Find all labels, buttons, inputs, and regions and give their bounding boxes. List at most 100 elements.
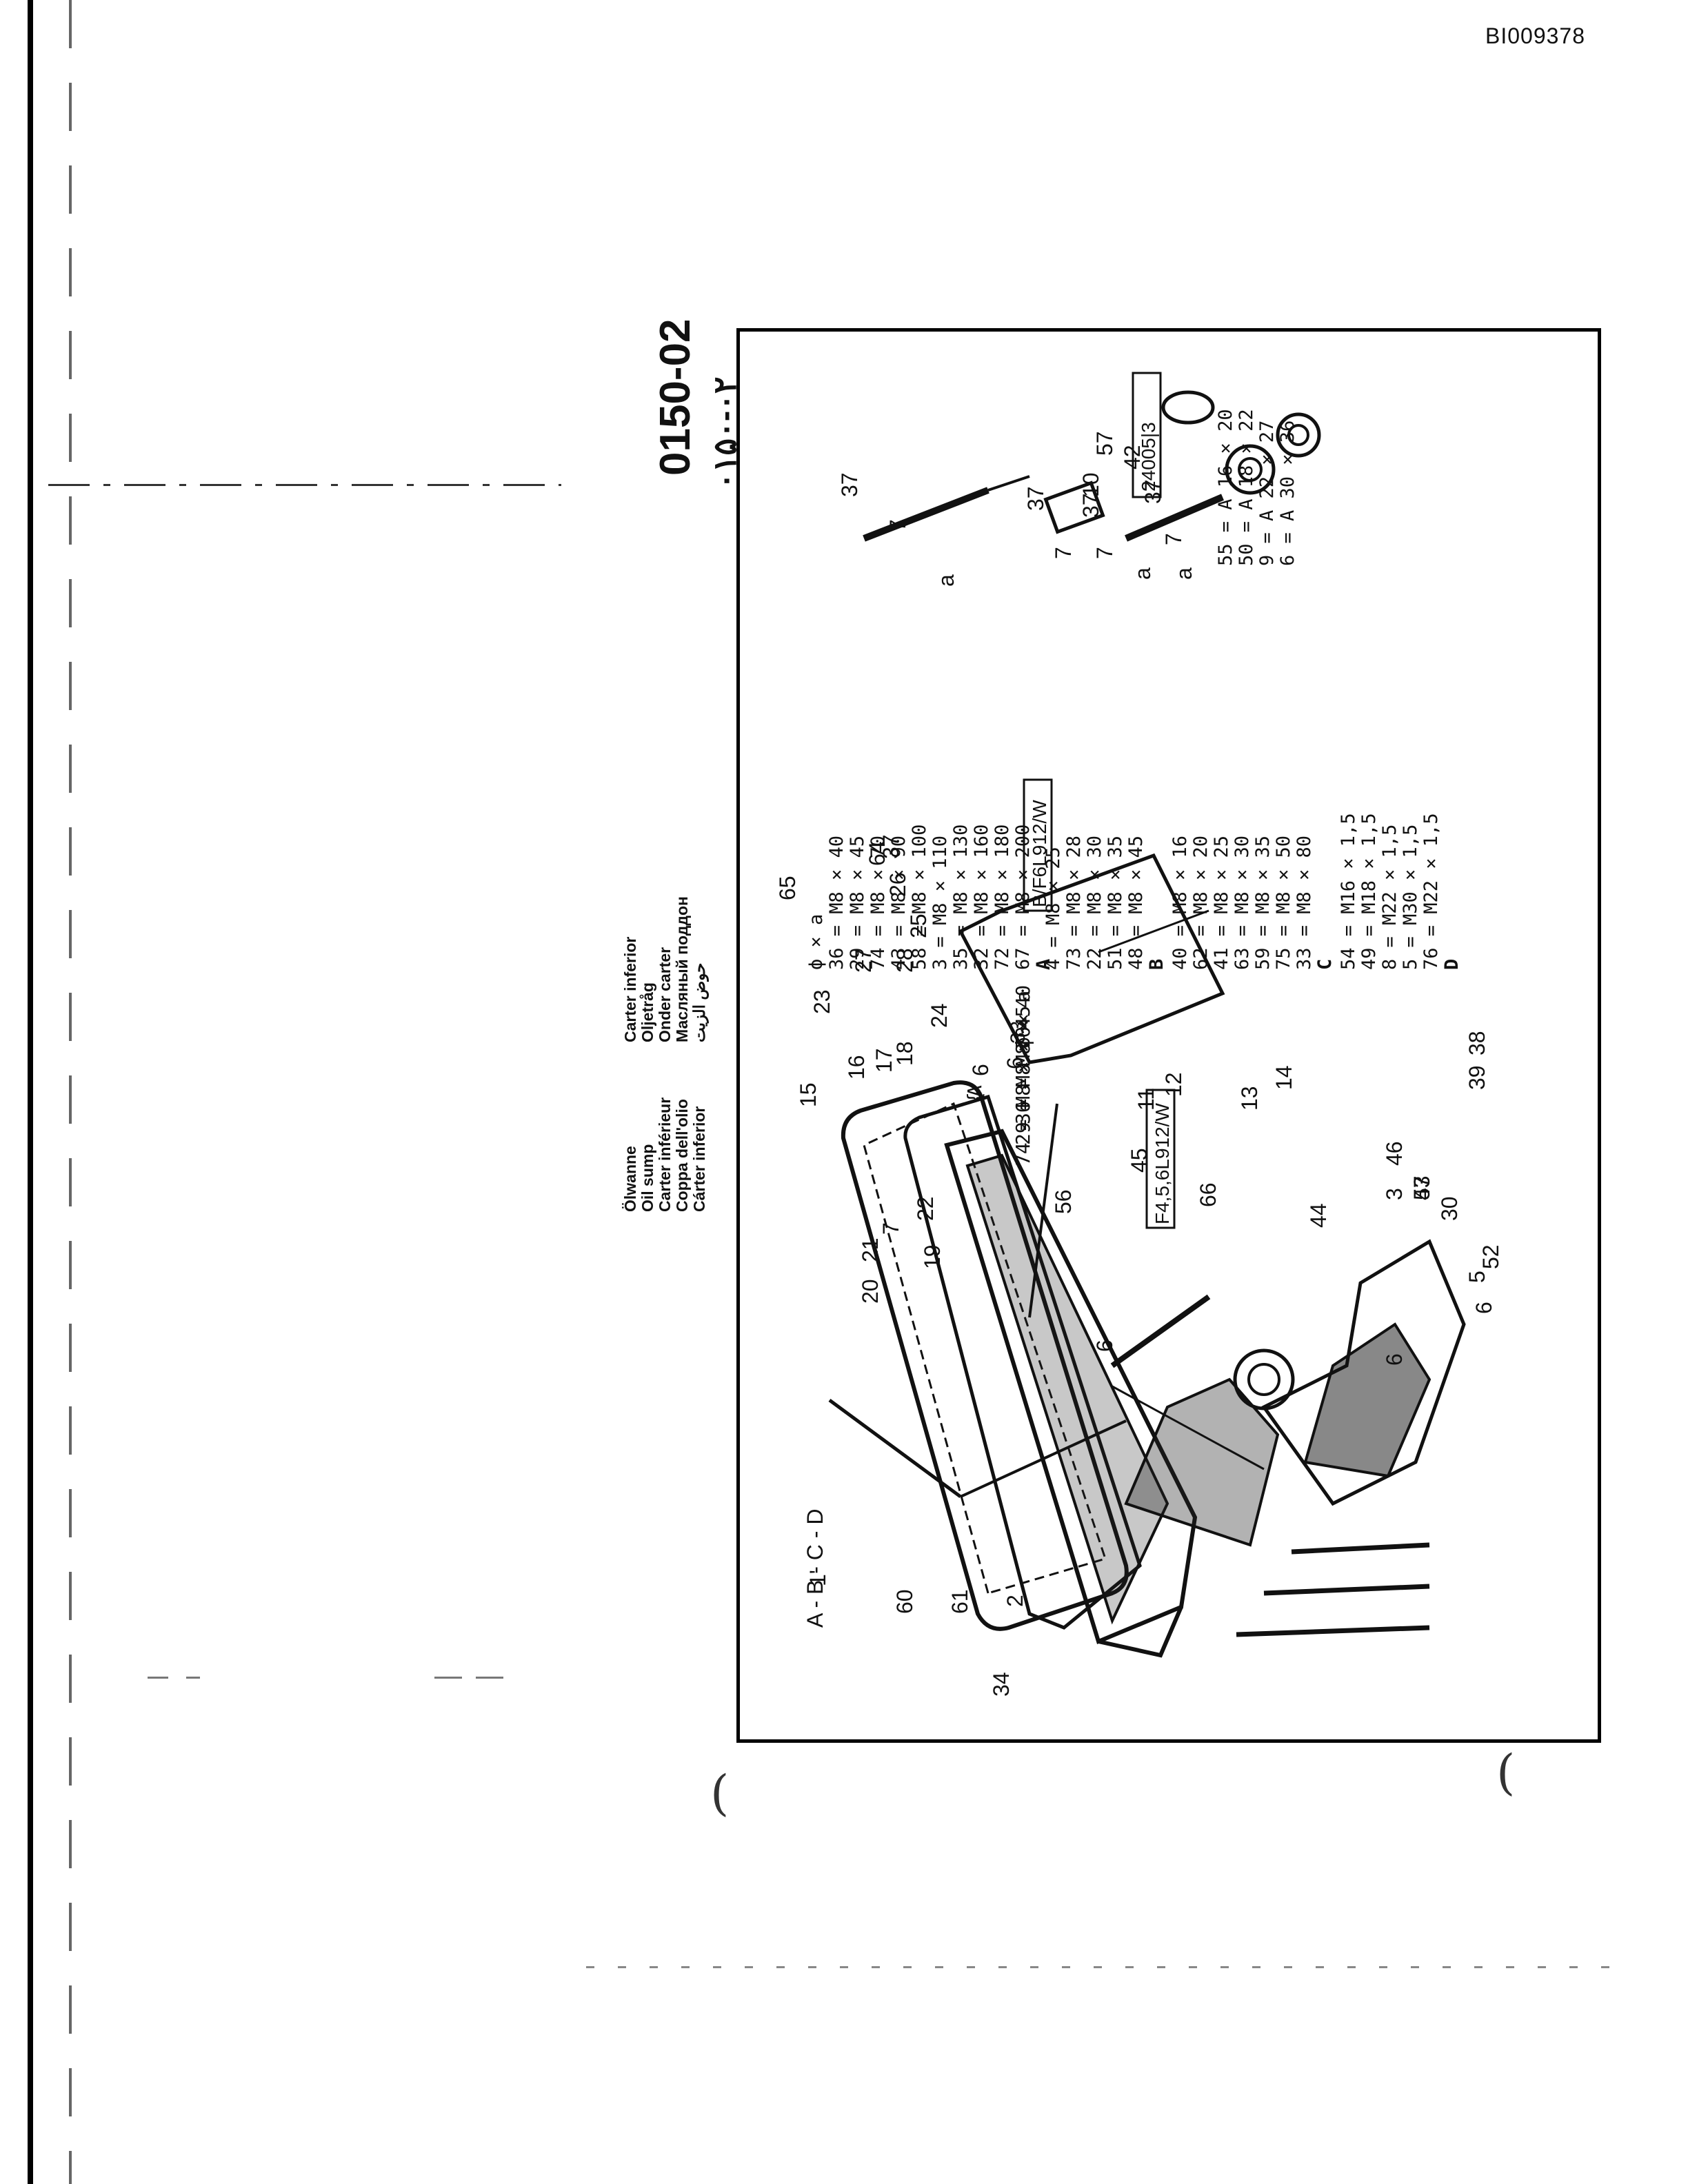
svg-text:26: 26 [885, 872, 910, 897]
svg-text:A - B - C - D: A - B - C - D [803, 1509, 827, 1628]
group-a-row: 29 = M8 × 45 [847, 835, 868, 970]
svg-text:a: a [1172, 567, 1196, 580]
title-pt: Carter inferior [621, 936, 639, 1042]
washer-row: 55 = A 16 × 20 [1215, 409, 1236, 566]
group-d-row: 76 = M22 × 1,5 [1420, 813, 1442, 970]
group-b-label: B [1146, 958, 1167, 970]
washer-row: 9 = A 22 × 27 [1256, 420, 1278, 566]
svg-text:ϕ × a: ϕ × a [1012, 991, 1034, 1049]
svg-text:19: 19 [920, 1244, 945, 1269]
svg-text:45: 45 [1127, 1148, 1152, 1173]
svg-text:64: 64 [865, 841, 890, 866]
svg-text:2: 2 [1003, 1595, 1027, 1607]
svg-text:6: 6 [968, 1064, 993, 1076]
group-a-row: 74 = M8 × 70 [867, 835, 889, 970]
svg-text:7: 7 [885, 519, 910, 532]
svg-text:46: 46 [1382, 1141, 1407, 1166]
group-c-row: 41 = M8 × 25 [1211, 835, 1232, 970]
group-c-row: 62 = M8 × 20 [1190, 835, 1212, 970]
table-header: ϕ × a [805, 913, 827, 970]
svg-text:37: 37 [1023, 486, 1048, 511]
title-es: Cárter inferior [690, 1106, 708, 1212]
svg-text:39: 39 [1465, 1065, 1489, 1090]
scan-speck [476, 1677, 503, 1679]
title-en: Oil sump [639, 1144, 656, 1212]
svg-text:21: 21 [858, 1237, 883, 1262]
part-callouts: A - B - C - D 1' 60 61 2 34 19 20 21 7 2… [775, 431, 1503, 1697]
svg-text:a: a [934, 574, 958, 587]
title-de: Ölwanne [621, 1146, 639, 1212]
fold-line-vertical [69, 0, 72, 2184]
title-ru: Масляный поддон [673, 896, 691, 1042]
svg-text:1': 1' [805, 1570, 830, 1586]
page-margin-bar [28, 0, 33, 2184]
svg-text:52: 52 [1478, 1244, 1503, 1269]
svg-text:24005|3: 24005|3 [1138, 422, 1159, 492]
scan-mark-left: ( [710, 1765, 730, 1821]
group-b-table: 4 = M8 × 25 73 = M8 × 28 22 = M8 × 30 51… [1043, 836, 1167, 970]
svg-text:65: 65 [775, 876, 800, 900]
page-marker: 33 [1007, 1020, 1029, 1044]
group-a-row: 58 = M8 × 100 [909, 824, 930, 970]
group-a-row: 3 = M8 × 110 [930, 835, 951, 970]
svg-text:7: 7 [1092, 547, 1117, 559]
svg-text:a: a [1130, 567, 1155, 580]
title-it: Coppa dell'olio [673, 1099, 691, 1212]
svg-text:23: 23 [810, 989, 834, 1014]
svg-text:66: 66 [1196, 1182, 1220, 1207]
document-id: BI009378 [1485, 23, 1586, 48]
svg-text:47: 47 [1409, 1175, 1434, 1200]
svg-text:15: 15 [796, 1082, 821, 1107]
svg-text:29 = M8 × 45: 29 = M8 × 45 [1012, 1006, 1034, 1145]
svg-text:36 = M8 × 40: 36 = M8 × 40 [1012, 985, 1034, 1124]
oil-sump-drawing [828, 390, 1466, 1658]
scan-mark-right: ( [1496, 1744, 1516, 1801]
exploded-view-diagram: A - B - C - D 1' 60 61 2 34 19 20 21 7 2… [775, 372, 1503, 1697]
svg-text:53: 53 [1409, 1175, 1434, 1200]
svg-text:56: 56 [1051, 1189, 1076, 1214]
diagram-frame: A - B - C - D 1' 60 61 2 34 19 20 21 7 2… [736, 328, 1601, 1743]
group-c-row: 33 = M8 × 80 [1294, 835, 1315, 970]
group-c-row: 75 = M8 × 50 [1273, 835, 1294, 970]
title-nl: Onder carter [656, 947, 674, 1042]
svg-text:16: 16 [844, 1055, 869, 1080]
svg-text:37: 37 [837, 472, 862, 497]
svg-text:37: 37 [1078, 493, 1103, 518]
svg-text:74 = M8 × 70: 74 = M8 × 70 [1012, 1027, 1034, 1166]
scan-speck [186, 1677, 200, 1679]
group-a-row: 32 = M8 × 160 [971, 824, 992, 970]
dimension-table: ϕ × a A { 36 = M8 × 40 29 = M8 × 45 74 =… [963, 985, 1034, 1166]
scan-dotted-line [586, 1966, 1620, 1968]
title-fr: Carter inférieur [656, 1097, 674, 1212]
svg-text:22: 22 [913, 1196, 938, 1221]
svg-text:25: 25 [906, 913, 931, 938]
svg-text:7: 7 [1051, 547, 1076, 559]
group-b-row: 22 = M8 × 30 [1084, 835, 1105, 970]
group-d-row: 54 = M16 × 1,5 [1338, 813, 1359, 970]
engine-tags: B/F6L912/W F4,5,6L912/W 24005|3 [1023, 372, 1176, 1229]
svg-text:13: 13 [1237, 1086, 1262, 1111]
title-sv: Oljetråg [639, 982, 656, 1042]
group-b-row: 48 = M8 × 45 [1125, 835, 1147, 970]
group-d-row: 49 = M18 × 1,5 [1358, 813, 1380, 970]
group-b-row: 73 = M8 × 28 [1063, 835, 1085, 970]
svg-text:17: 17 [872, 1048, 896, 1073]
svg-text:60: 60 [892, 1589, 917, 1614]
svg-text:6: 6 [1471, 1302, 1496, 1314]
group-b-row: 4 = M8 × 25 [1043, 847, 1064, 970]
scan-speck [434, 1677, 462, 1679]
svg-text:30: 30 [1437, 1196, 1462, 1221]
svg-text:44: 44 [1306, 1203, 1331, 1228]
group-d-table: 54 = M16 × 1,5 49 = M18 × 1,5 8 = M22 × … [1338, 813, 1463, 970]
group-d-label: D [1441, 958, 1463, 970]
washer-table: 55 = A 16 × 20 50 = A 18 × 22 9 = A 22 ×… [1215, 409, 1298, 566]
svg-text:7: 7 [878, 1222, 903, 1235]
group-d-row: 8 = M22 × 1,5 [1379, 824, 1400, 970]
svg-text:{: { [963, 1092, 986, 1104]
group-c-row: 63 = M8 × 30 [1232, 835, 1253, 970]
svg-text:F4,5,6L912/W: F4,5,6L912/W [1152, 1103, 1173, 1224]
svg-text:10: 10 [1078, 472, 1103, 497]
svg-text:A: A [963, 1085, 986, 1097]
svg-text:34: 34 [989, 1672, 1014, 1697]
group-a-row: 72 = M8 × 180 [992, 824, 1013, 970]
